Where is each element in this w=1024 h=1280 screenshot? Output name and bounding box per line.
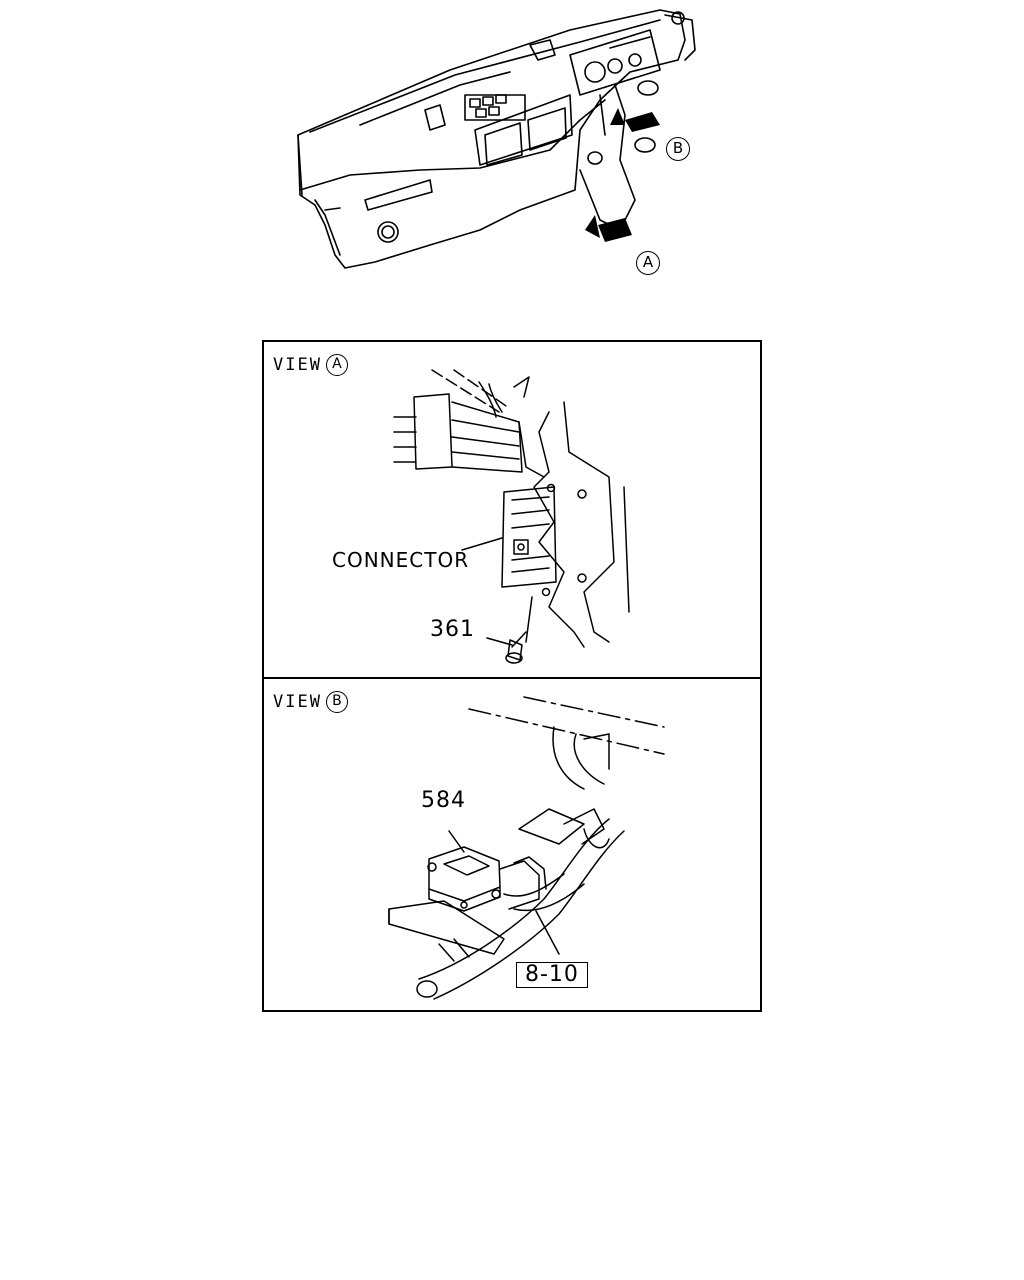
dashboard-overview: B A [280, 0, 720, 290]
view-b-title-letter: B [325, 691, 348, 713]
view-a-title-letter: A [325, 354, 348, 376]
view-b-title: VIEW B [273, 691, 348, 713]
arrow-b [625, 112, 660, 132]
view-a-title: VIEW A [273, 354, 348, 376]
callout-b: B [666, 137, 690, 161]
reference-8-10: 8-10 [516, 962, 588, 988]
part-number-361: 361 [430, 617, 475, 642]
part-number-584: 584 [421, 788, 466, 813]
view-a-illustration [393, 369, 630, 664]
view-b-illustration [388, 696, 665, 1000]
dashboard-illustration [297, 9, 696, 269]
arrow-a [598, 218, 632, 242]
view-a-title-prefix: VIEW [273, 355, 322, 375]
connector-label: CONNECTOR [332, 548, 470, 572]
view-b-title-prefix: VIEW [273, 692, 322, 712]
view-a-panel: VIEW A [264, 342, 762, 679]
view-b-panel: VIEW B [264, 679, 762, 1012]
callout-a: A [636, 251, 660, 275]
detail-views-frame: VIEW A [262, 340, 762, 1012]
